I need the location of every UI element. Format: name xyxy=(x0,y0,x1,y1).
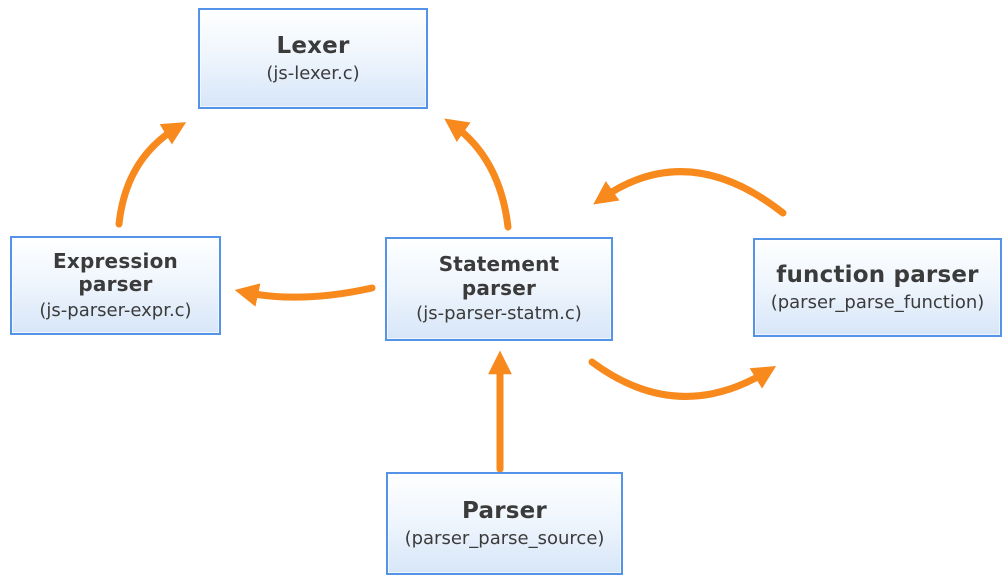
arrow-statement-parser-to-lexer xyxy=(444,118,512,231)
arrow-statement-parser-to-function-parser xyxy=(588,358,777,400)
node-expression-parser-label: Expression parser xyxy=(53,248,178,297)
node-function-parser: function parser (parser_parse_function) xyxy=(753,238,1002,337)
node-parser-label: Parser xyxy=(462,497,547,524)
arrow-statement-parser-to-expression-parser xyxy=(234,283,376,307)
node-statement-parser-sub: (js-parser-statm.c) xyxy=(416,303,582,325)
node-expression-parser: Expression parser (js-parser-expr.c) xyxy=(10,236,221,335)
node-lexer: Lexer (js-lexer.c) xyxy=(198,8,428,109)
node-lexer-sub: (js-lexer.c) xyxy=(266,62,360,84)
node-expression-parser-sub: (js-parser-expr.c) xyxy=(39,299,192,321)
node-lexer-label: Lexer xyxy=(276,32,350,59)
node-statement-parser: Statement parser (js-parser-statm.c) xyxy=(385,237,613,341)
arrow-function-parser-to-statement-parser xyxy=(593,168,787,217)
node-function-parser-sub: (parser_parse_function) xyxy=(770,291,985,313)
node-function-parser-label: function parser xyxy=(776,261,979,288)
arrow-expression-parser-to-lexer xyxy=(115,122,187,228)
node-parser: Parser (parser_parse_source) xyxy=(386,472,623,575)
node-statement-parser-label: Statement parser xyxy=(438,252,560,300)
node-parser-sub: (parser_parse_source) xyxy=(404,527,605,549)
